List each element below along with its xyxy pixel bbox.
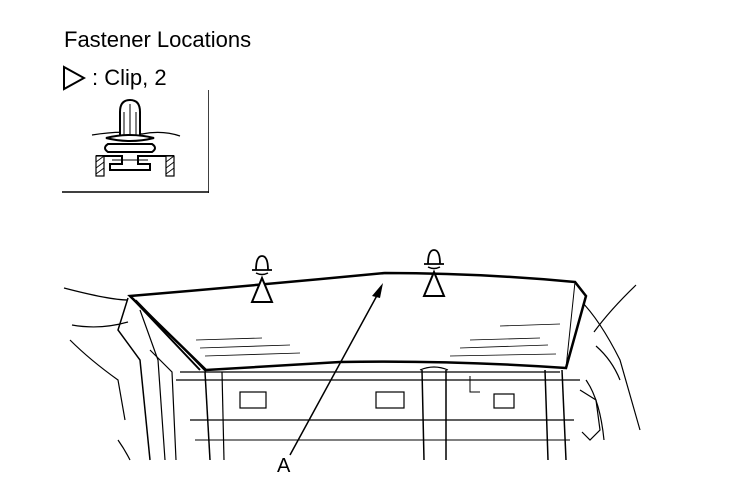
clip-detail-view: [62, 90, 209, 193]
callout-leader-line: [289, 289, 381, 456]
clip-marker-right: [422, 249, 446, 297]
legend-label: : Clip, 2: [92, 65, 167, 90]
clip-triangle-icon: [63, 65, 86, 91]
rear-shelf-panel: [127, 271, 588, 372]
callout-arrowhead: [372, 283, 383, 298]
fastener-legend: : Clip, 2: [62, 64, 167, 92]
page-title: Fastener Locations: [64, 27, 252, 52]
clip-marker-left: [250, 255, 274, 303]
callout-label-a: A: [277, 455, 291, 477]
